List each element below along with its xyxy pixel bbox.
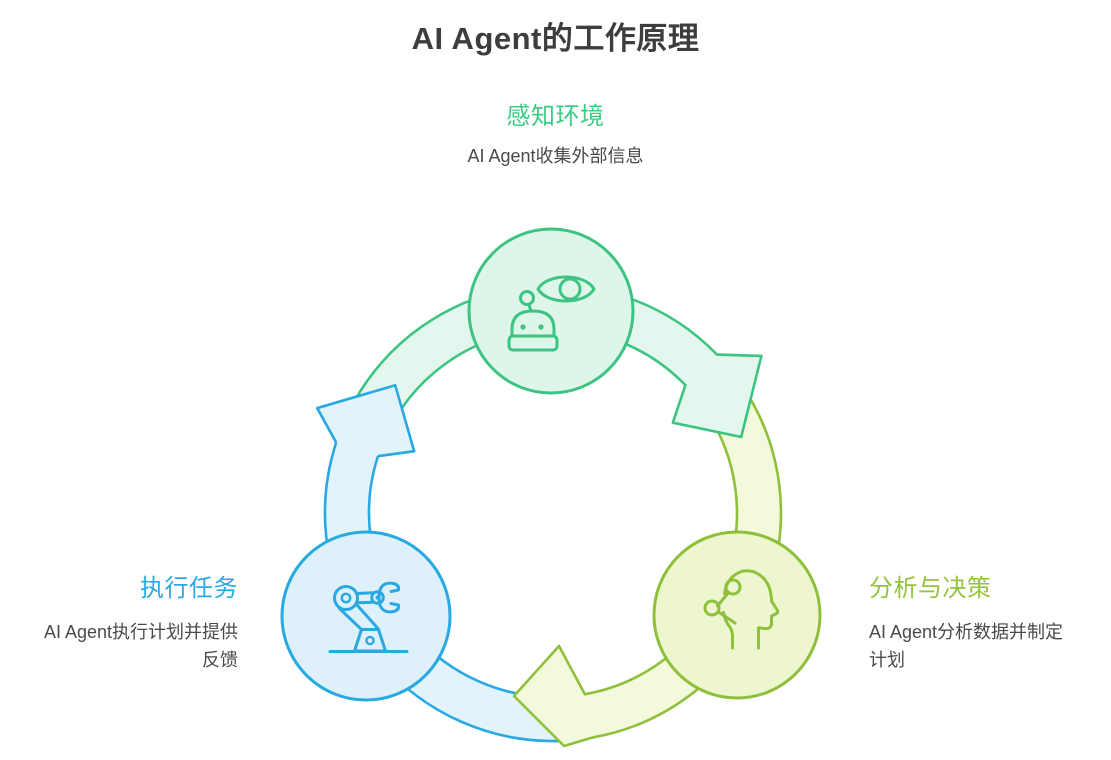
page-title: AI Agent的工作原理 bbox=[411, 21, 700, 56]
node-heading-perceive: 感知环境 bbox=[506, 103, 605, 130]
node-heading-execute: 执行任务 bbox=[140, 575, 238, 602]
node-label-analyze: 分析与决策 AI Agent分析数据并制定 计划 bbox=[869, 575, 1111, 674]
node-label-execute: 执行任务 AI Agent执行计划并提供 反馈 bbox=[0, 575, 238, 674]
head-neural-icon bbox=[703, 569, 780, 650]
eye-robot-icon bbox=[507, 275, 596, 352]
node-heading-analyze: 分析与决策 bbox=[869, 575, 992, 602]
arrow-execute-head-overlay bbox=[316, 384, 416, 458]
node-circle-perceive bbox=[467, 227, 635, 395]
node-desc-execute: AI Agent执行计划并提供 反馈 bbox=[43, 622, 238, 670]
robot-arm-icon bbox=[328, 581, 409, 653]
node-desc-analyze: AI Agent分析数据并制定 计划 bbox=[869, 622, 1064, 670]
node-circle-analyze bbox=[652, 530, 822, 700]
node-desc-perceive: AI Agent收集外部信息 bbox=[467, 146, 644, 166]
